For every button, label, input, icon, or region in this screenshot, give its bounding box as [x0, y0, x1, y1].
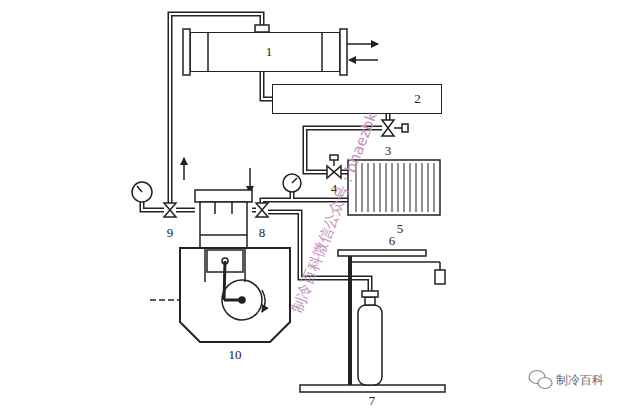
callout-number: 2	[414, 92, 421, 105]
water-in-arrow	[349, 59, 378, 61]
condenser-flange	[183, 29, 190, 75]
refrigerant-cylinder	[358, 305, 382, 385]
rotation-arrow	[262, 290, 265, 312]
water-out-arrow	[347, 43, 378, 45]
valve-reed	[231, 202, 233, 214]
valve-reed	[214, 202, 216, 214]
evaporator	[348, 160, 440, 215]
callout-number: 7	[369, 394, 376, 407]
callout-number: 5	[397, 222, 404, 235]
scale-base	[300, 385, 445, 392]
shaft-axis	[150, 299, 180, 301]
pressure-gauge	[283, 174, 301, 192]
condenser-body: 1	[190, 32, 340, 72]
gauge-needle	[292, 178, 297, 183]
tube-sheet	[207, 32, 209, 72]
valve-stem	[394, 127, 402, 129]
callout-number: 1	[266, 45, 273, 58]
wechat-icon	[529, 371, 552, 389]
compressor-housing	[180, 248, 290, 342]
gauge-needle	[137, 186, 142, 192]
pipe-outline	[262, 72, 272, 99]
cylinder-valve	[362, 291, 378, 297]
weight-hook	[439, 262, 441, 270]
callout-number: 10	[229, 348, 242, 361]
housing-neck	[200, 235, 247, 248]
crank-shaft	[239, 297, 245, 303]
watermark: 制冷百科微信公众号：bhaezbk	[290, 110, 381, 315]
watermark: 制冷百科	[556, 374, 604, 386]
callout-number: 8	[259, 226, 266, 239]
valve-plate	[200, 202, 247, 235]
scale-post	[348, 256, 352, 385]
callout-number: 6	[389, 234, 396, 247]
valve-symbol	[164, 203, 176, 217]
tube-sheet	[321, 32, 323, 72]
scale-weight	[435, 270, 445, 284]
crank-circle	[222, 280, 262, 320]
condenser-flange	[340, 29, 347, 75]
scale-beam	[350, 261, 440, 263]
pipe-fitting	[255, 25, 269, 32]
cylinder-head	[195, 190, 252, 202]
valve-stem	[333, 160, 335, 166]
scale-platform	[338, 250, 426, 256]
callout-number: 9	[167, 226, 174, 239]
pipe-inner	[262, 72, 272, 99]
cylinder-wall	[204, 248, 206, 282]
receiver-tank: 2	[272, 84, 442, 114]
cylinder-wall	[244, 248, 246, 282]
flow-arrow	[183, 158, 185, 180]
valve-handle	[402, 124, 408, 132]
cylinder-neck	[365, 297, 375, 305]
valve-handle	[330, 155, 338, 160]
refrigerant-pipe	[262, 72, 272, 99]
expansion-valve	[327, 166, 341, 178]
pressure-gauge	[132, 182, 152, 202]
connecting-rod	[224, 261, 225, 300]
valve-symbol	[382, 120, 394, 136]
valve-symbol	[256, 203, 268, 217]
callout-number: 3	[385, 144, 392, 157]
evaporator-fins	[356, 163, 434, 212]
